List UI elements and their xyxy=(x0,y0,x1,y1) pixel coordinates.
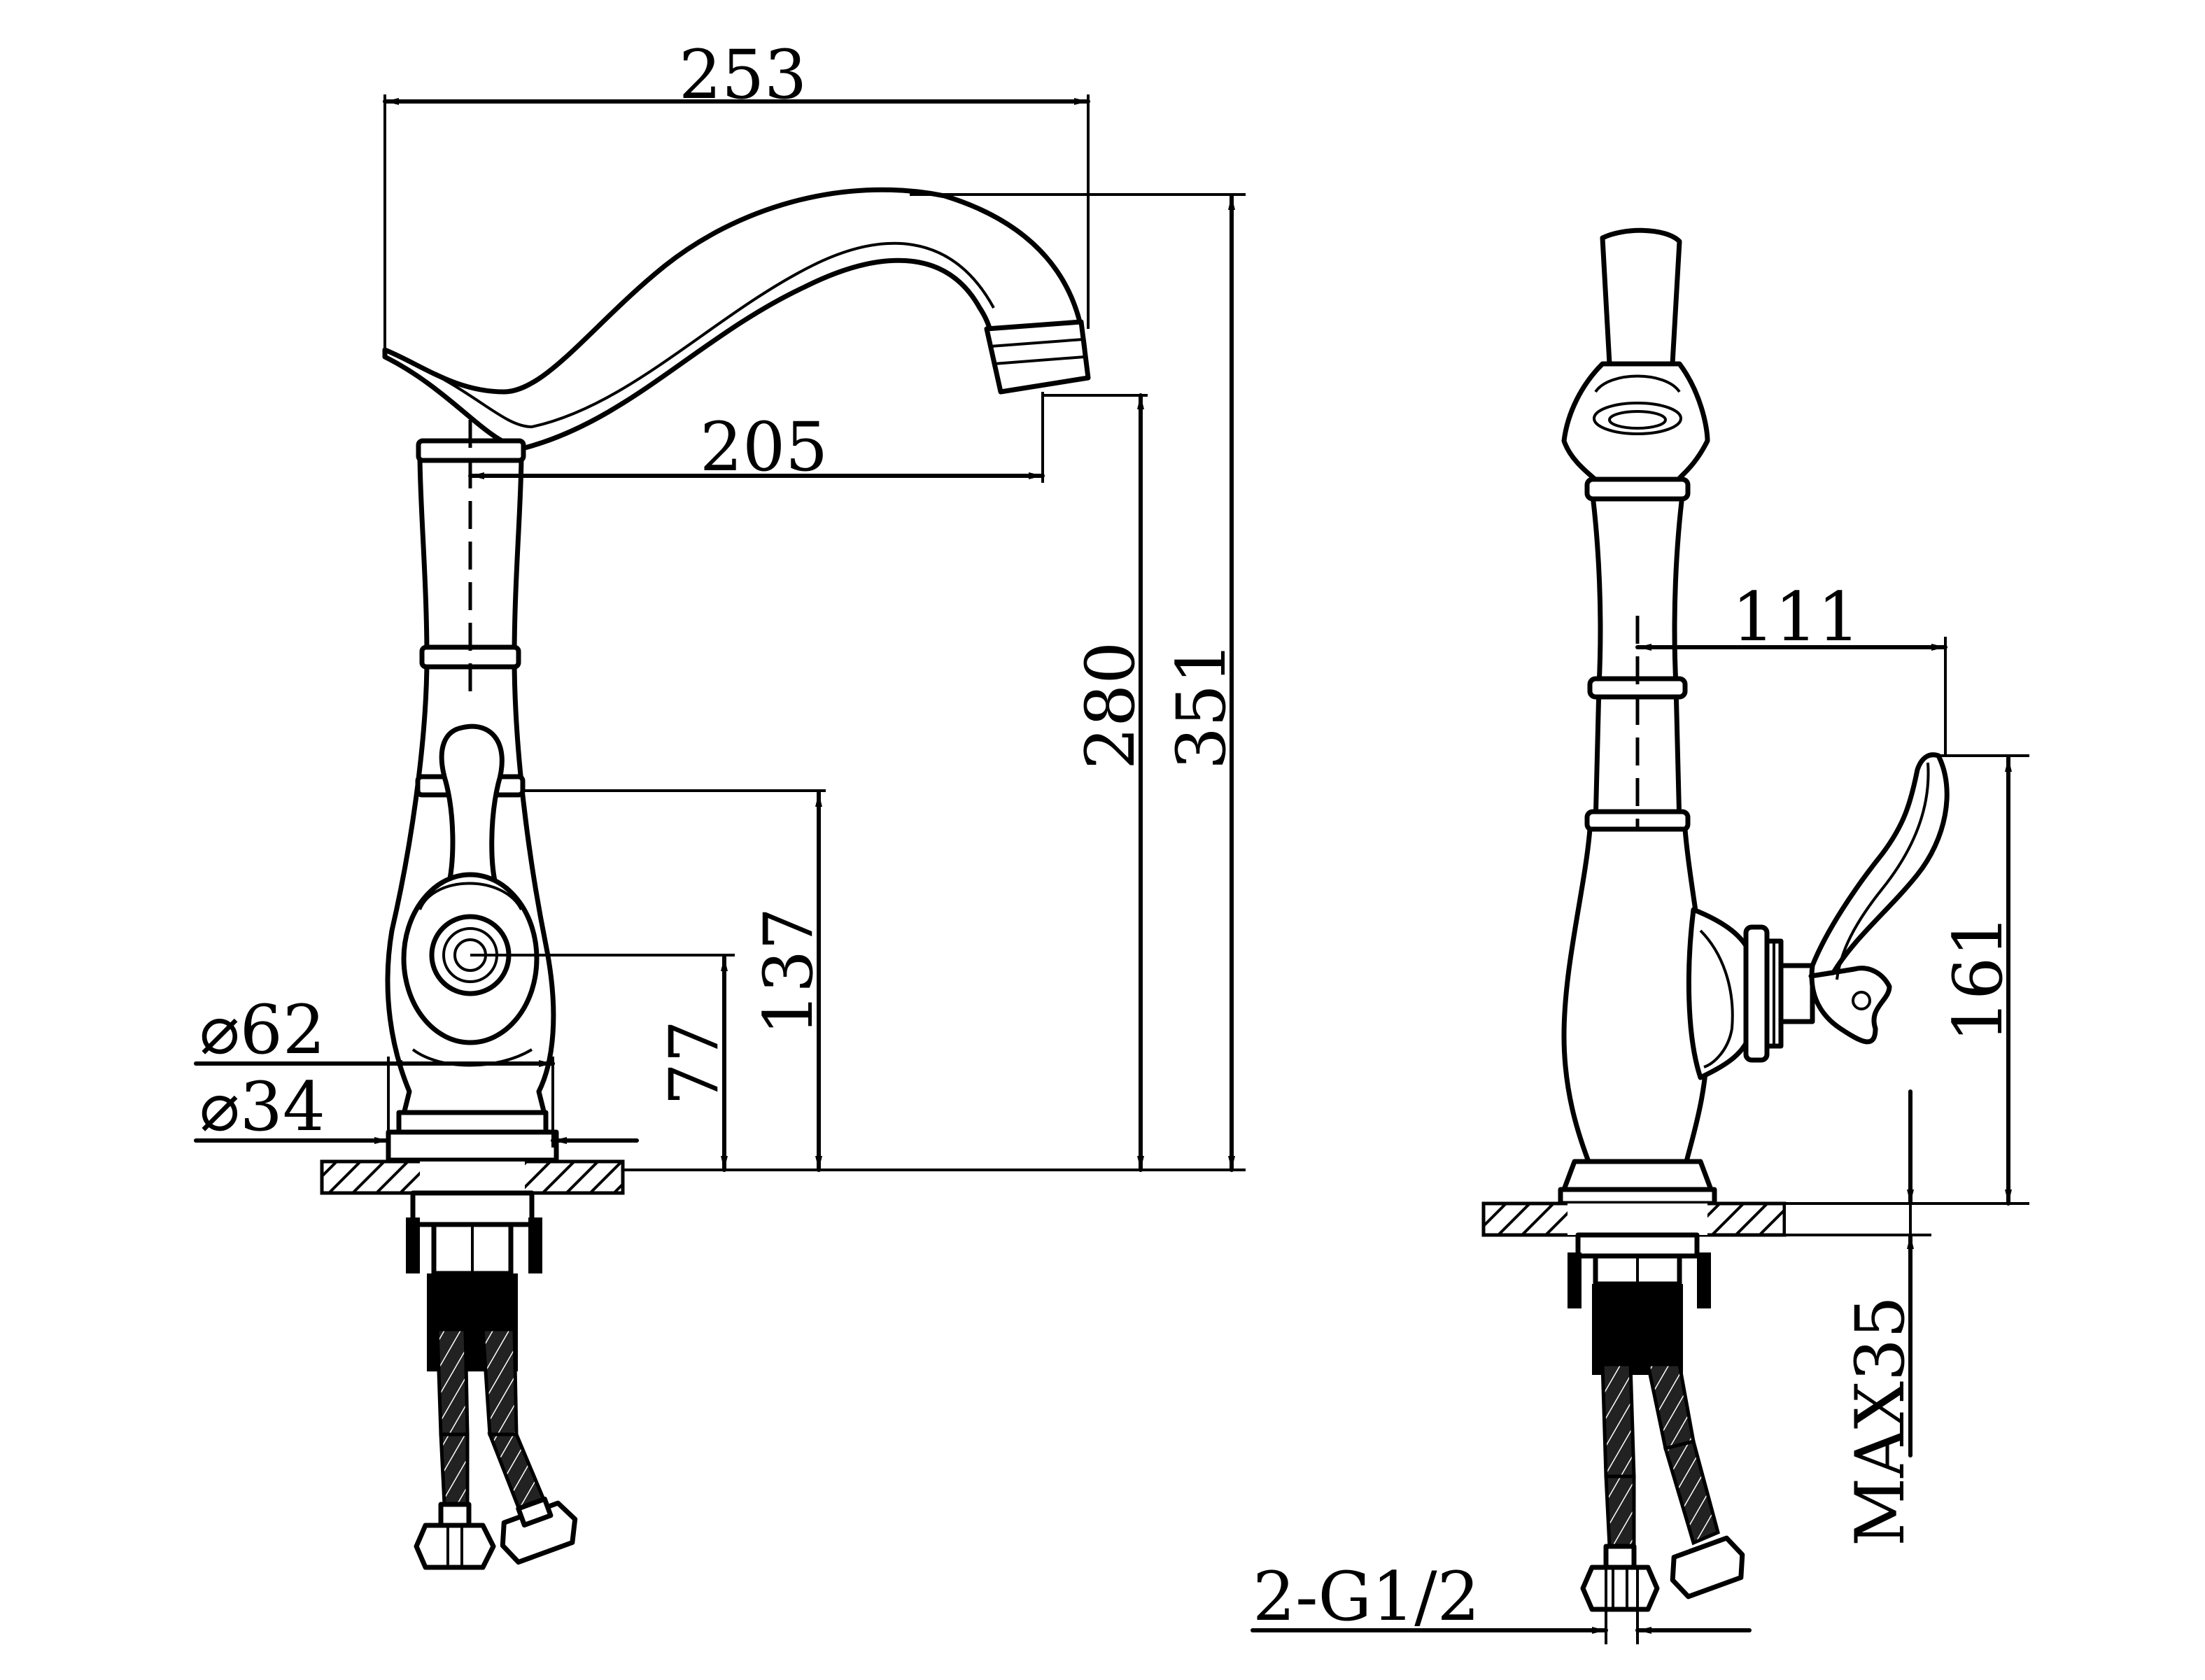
dim-front-spout-reach: 205 xyxy=(700,408,828,486)
side-hose-right xyxy=(1645,1362,1696,1451)
side-body xyxy=(1561,826,1710,1164)
dim-side-connection: 2-G1/2 xyxy=(1253,1558,1480,1636)
dim-front-hole-diameter: ⌀34 xyxy=(199,1068,325,1146)
side-handle-lever xyxy=(1808,752,1950,1045)
side-handle-boss xyxy=(1686,907,1752,1080)
dim-front-base-diameter: ⌀62 xyxy=(199,991,325,1069)
side-hose-left xyxy=(1600,1362,1636,1478)
dim-front-handle-height: 137 xyxy=(749,908,828,1036)
front-handle xyxy=(439,723,505,891)
front-hose-right xyxy=(481,1327,519,1437)
front-view xyxy=(320,187,1091,1570)
side-view xyxy=(1481,227,1950,1612)
front-spout-inner xyxy=(412,241,995,429)
front-aerator xyxy=(984,319,1091,395)
dim-side-max-thickness: MAX35 xyxy=(1841,1296,1919,1546)
front-dimensions: 253 205 351 280 137 77 ⌀62 ⌀34 xyxy=(194,36,1246,1172)
dim-front-height-spout: 280 xyxy=(1071,642,1150,770)
dim-side-handle-reach: 111 xyxy=(1732,578,1860,656)
dim-front-height-total: 351 xyxy=(1162,642,1241,770)
dim-front-center-height: 77 xyxy=(655,1020,733,1106)
side-dimensions: 111 161 MAX35 2-G1/2 xyxy=(1251,578,2029,1644)
front-hose-left xyxy=(435,1327,470,1437)
dim-side-handle-height: 161 xyxy=(1939,915,2017,1043)
dim-front-width-total: 253 xyxy=(679,36,807,114)
side-spout-head xyxy=(1600,227,1682,367)
